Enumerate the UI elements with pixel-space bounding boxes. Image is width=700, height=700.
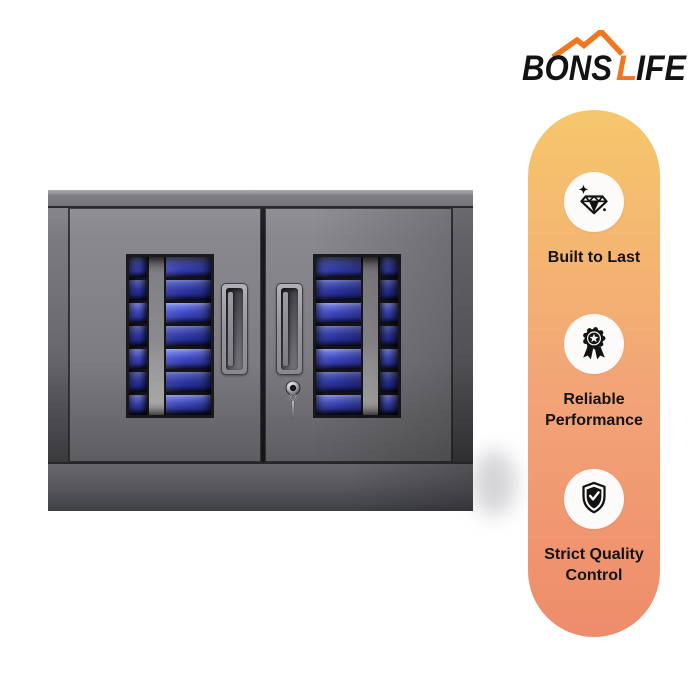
badge-label-line: Control xyxy=(565,567,623,584)
drawer-slat xyxy=(380,372,398,392)
drawer-slat xyxy=(166,303,211,323)
cabinet-right-door xyxy=(265,208,452,462)
drawer-column-wide xyxy=(316,257,361,415)
drawer-slat xyxy=(380,303,398,323)
cabinet-doors xyxy=(69,208,452,462)
feature-badge-durability: Built to Last xyxy=(548,172,640,268)
drawer-slat xyxy=(129,395,147,415)
drawer-slat xyxy=(380,349,398,369)
drawer-slat xyxy=(380,395,398,415)
drawer-slat xyxy=(129,349,147,369)
logo-accent-letter: L xyxy=(616,49,637,86)
right-door-window xyxy=(313,254,401,418)
left-door-handle xyxy=(221,283,248,375)
drawer-slat xyxy=(380,280,398,300)
drawer-column-narrow xyxy=(129,257,147,415)
feature-badge-performance: Reliable Performance xyxy=(545,314,643,431)
drawer-slat xyxy=(316,395,361,415)
drawer-slat xyxy=(166,349,211,369)
badge-label: Reliable Performance xyxy=(545,389,643,431)
cabinet-top-cap xyxy=(48,190,473,208)
drawer-slat xyxy=(316,326,361,346)
drawer-slat xyxy=(380,326,398,346)
drawer-slat xyxy=(380,257,398,277)
drawer-slat xyxy=(166,326,211,346)
drawer-column-narrow xyxy=(380,257,398,415)
badge-label-line: Reliable xyxy=(563,391,625,408)
drawer-slat xyxy=(129,372,147,392)
drawer-slat xyxy=(129,280,147,300)
badge-label-line: Strict Quality xyxy=(544,546,644,563)
logo-text-left: BONS xyxy=(522,49,612,86)
drawer-slat xyxy=(166,257,211,277)
right-door-handle xyxy=(276,283,303,375)
drawer-slat xyxy=(316,372,361,392)
drawer-slat xyxy=(316,303,361,323)
drawer-column-wide xyxy=(166,257,211,415)
key-lock-icon xyxy=(285,380,301,420)
brand-logo: BONS L IFE xyxy=(522,30,688,86)
shield-check-icon xyxy=(582,481,606,514)
drawer-slat xyxy=(316,280,361,300)
badge-label: Strict Quality Control xyxy=(544,544,644,586)
feature-badge-quality: Strict Quality Control xyxy=(544,469,644,586)
inner-divider-strip xyxy=(147,257,166,415)
drawer-slat xyxy=(316,257,361,277)
medal-icon xyxy=(583,327,606,360)
features-panel: Built to Last xyxy=(528,110,660,637)
mountain-icon xyxy=(551,30,625,60)
logo-text-right: IFE xyxy=(636,49,688,86)
left-door-window xyxy=(126,254,214,418)
cabinet-shadow xyxy=(472,450,516,516)
drawer-slat xyxy=(129,303,147,323)
badge-icon-circle xyxy=(564,172,624,232)
drawer-slat xyxy=(166,395,211,415)
inner-divider-strip xyxy=(361,257,380,415)
drawer-slat xyxy=(166,280,211,300)
drawer-slat xyxy=(129,257,147,277)
badge-icon-circle xyxy=(563,314,624,374)
badge-label-line: Built to Last xyxy=(547,249,641,266)
cabinet-body xyxy=(48,208,473,462)
drawer-slat xyxy=(316,349,361,369)
badge-label-line: Performance xyxy=(545,412,643,429)
drawer-slat xyxy=(129,326,147,346)
badge-icon-circle xyxy=(563,469,624,529)
badge-label: Built to Last xyxy=(548,247,640,268)
diamond-icon xyxy=(578,184,608,215)
product-cabinet-image xyxy=(48,190,473,511)
cabinet-base xyxy=(48,462,473,511)
drawer-slat xyxy=(166,372,211,392)
cabinet-right-side xyxy=(452,208,473,462)
cabinet-left-side xyxy=(48,208,69,462)
cabinet-left-door xyxy=(69,208,261,462)
